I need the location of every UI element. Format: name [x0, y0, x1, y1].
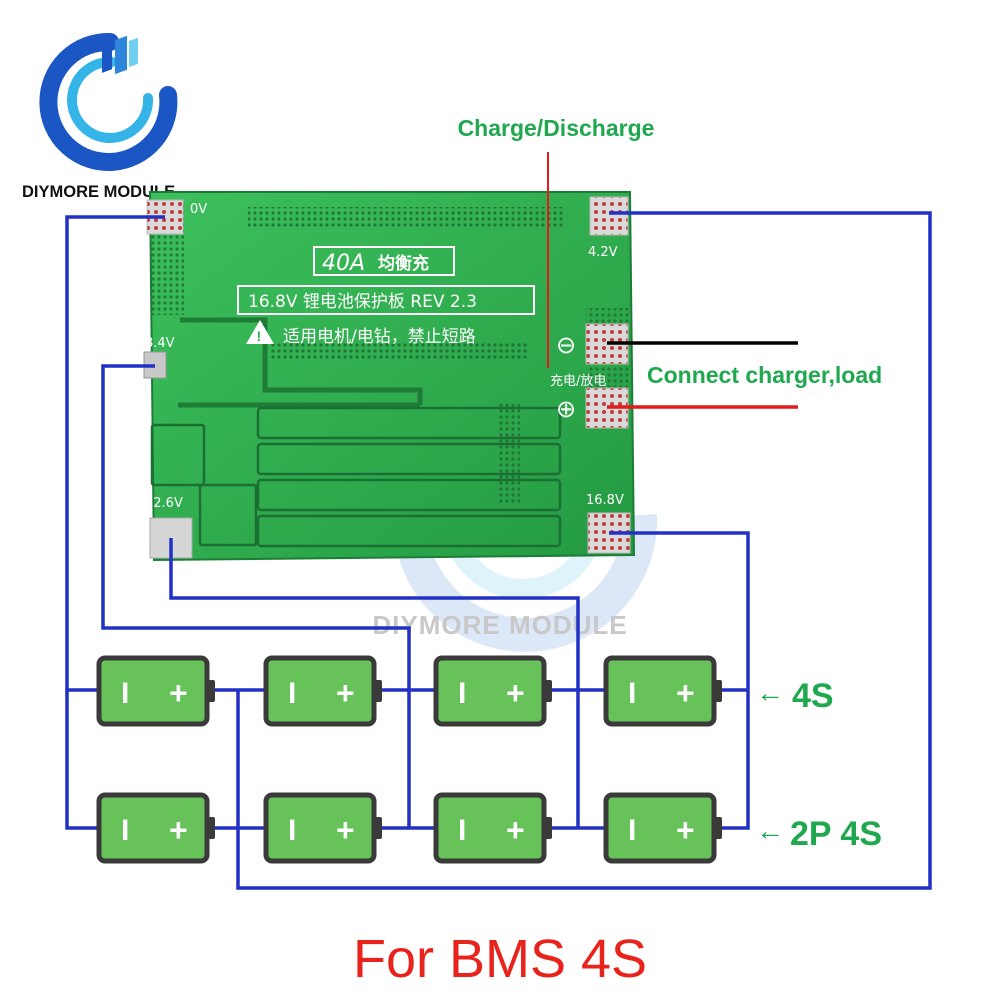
battery-negative-symbol: I [458, 814, 466, 847]
minus-symbol: ⊖ [556, 331, 576, 359]
battery-positive-symbol: + [506, 675, 525, 711]
battery-positive-symbol: + [506, 812, 525, 848]
board-balance-label: 均衡充 [378, 253, 429, 274]
arrow-4s: ← [756, 677, 784, 708]
wire-0v [65, 215, 165, 692]
battery-body [433, 655, 547, 727]
battery-positive-symbol: + [169, 675, 188, 711]
battery-positive-symbol: + [676, 675, 695, 711]
mosfet-row [150, 406, 562, 548]
footer-title: For BMS 4S [353, 929, 647, 989]
battery-negative-symbol: I [121, 814, 129, 847]
charge-discharge-port-label: 充电/放电 [550, 373, 606, 389]
connect-charger-label: Connect charger,load [647, 362, 882, 388]
battery-terminal-cap [207, 817, 215, 839]
logo-building-icon [102, 35, 138, 75]
terminal-16-8v-label: 16.8V [586, 493, 624, 508]
logo-outer-ring [39, 32, 178, 171]
battery-body [263, 792, 377, 864]
battery-positive-symbol: + [169, 812, 188, 848]
battery-cell: I+ [603, 655, 722, 727]
brand-logo: DIYMORE MODULE [22, 32, 178, 201]
board-rating: 40A [322, 251, 365, 276]
wire-12-6v [169, 538, 580, 690]
warning-icon [246, 320, 274, 344]
battery-terminal-cap [544, 680, 552, 702]
battery-body [263, 655, 377, 727]
label-4s: 4S [792, 677, 834, 715]
battery-cell: I+ [263, 655, 382, 727]
battery-body [603, 792, 717, 864]
battery-body [433, 792, 547, 864]
battery-terminal-cap [714, 680, 722, 702]
battery-positive-symbol: + [336, 675, 355, 711]
battery-cell: I+ [263, 792, 382, 864]
battery-positive-symbol: + [676, 812, 695, 848]
terminal-0v-label: 0V [190, 202, 207, 217]
warning-mark: ! [257, 328, 262, 344]
terminal-12-6v-label: 12.6V [145, 496, 183, 511]
board-warning: 适用电机/电钻，禁止短路 [283, 327, 476, 347]
plus-symbol: ⊕ [556, 395, 576, 423]
battery-terminal-cap [207, 680, 215, 702]
battery-cell: I+ [433, 655, 552, 727]
pad-4-2v [589, 196, 629, 236]
battery-negative-symbol: I [628, 814, 636, 847]
battery-negative-symbol: I [458, 677, 466, 710]
battery-body [603, 655, 717, 727]
wire-16-8v [609, 531, 750, 830]
battery-body [96, 655, 210, 727]
logo-inner-ring [67, 56, 154, 143]
terminal-4-2v-label: 4.2V [588, 245, 618, 260]
board-title: 16.8V 锂电池保护板 REV 2.3 [248, 292, 477, 312]
arrow-2p4s: ← [756, 815, 784, 846]
battery-body [96, 792, 210, 864]
battery-terminal-cap [544, 817, 552, 839]
charge-discharge-label: Charge/Discharge [458, 115, 655, 141]
watermark-text: DIYMORE MODULE [372, 610, 627, 640]
battery-negative-symbol: I [121, 677, 129, 710]
battery-terminal-cap [374, 680, 382, 702]
battery-negative-symbol: I [288, 814, 296, 847]
blue-wires [65, 152, 932, 890]
battery-positive-symbol: + [336, 812, 355, 848]
battery-bank: I+I+I+I+I+I+I+I+ [96, 655, 722, 864]
battery-cell: I+ [96, 792, 215, 864]
wire-8-4v [101, 364, 411, 690]
battery-cell: I+ [603, 792, 722, 864]
battery-cell: I+ [433, 792, 552, 864]
label-2p4s: 2P 4S [790, 815, 882, 853]
battery-cell: I+ [96, 655, 215, 727]
brand-name: DIYMORE MODULE [22, 183, 175, 201]
bms-board: 40A 均衡充 16.8V 锂电池保护板 REV 2.3 ! 适用电机/电钻，禁… [143, 191, 636, 562]
battery-negative-symbol: I [628, 677, 636, 710]
wire-4-2v [236, 211, 932, 890]
battery-terminal-cap [714, 817, 722, 839]
battery-terminal-cap [374, 817, 382, 839]
terminal-8-4v-label: 8.4V [145, 336, 175, 351]
battery-negative-symbol: I [288, 677, 296, 710]
